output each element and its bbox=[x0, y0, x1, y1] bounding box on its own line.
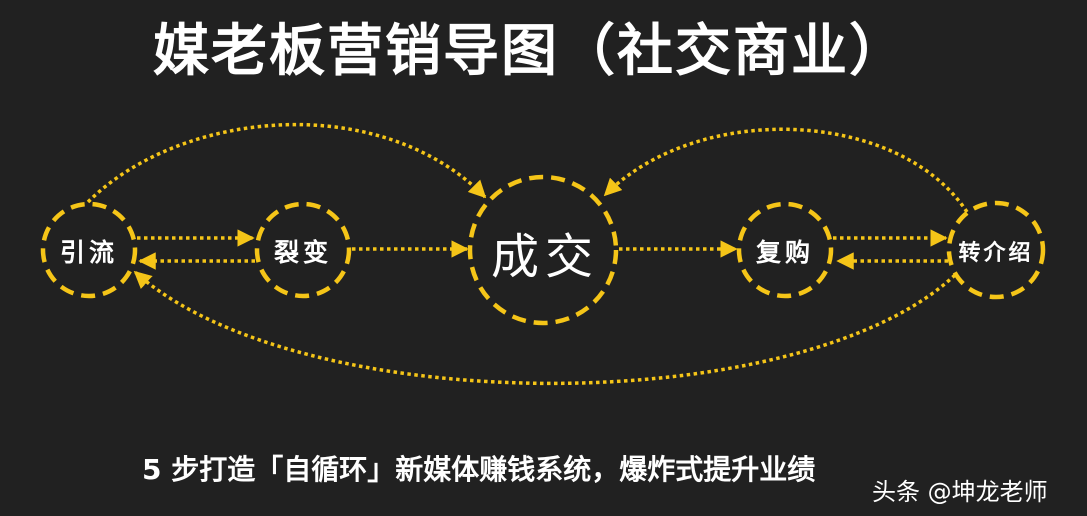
node-label-zhuanjieshao: 转介绍 bbox=[958, 241, 1034, 266]
arc-zhuanjieshao-to-chengjiao bbox=[603, 127, 969, 213]
node-label-yinliu: 引流 bbox=[59, 238, 119, 267]
diagram-subtitle: 5 步打造「自循环」新媒体赚钱系统，爆炸式提升业绩 bbox=[142, 453, 816, 486]
node-circle-yinliu bbox=[40, 201, 138, 299]
node-label-fugou: 复购 bbox=[755, 238, 815, 267]
arc-yinliu-to-chengjiao bbox=[86, 122, 487, 204]
node-label-liebian: 裂变 bbox=[273, 238, 333, 267]
diagram-title: 媒老板营销导图（社交商业） bbox=[153, 19, 907, 84]
arc-zhuanjieshao-to-yinliu bbox=[133, 270, 957, 386]
node-circle-zhuanjieshao bbox=[946, 200, 1046, 300]
node-circle-liebian bbox=[254, 201, 352, 299]
watermark: 头条 @坤龙老师 bbox=[872, 478, 1048, 506]
node-circle-chengjiao bbox=[467, 174, 619, 326]
node-circle-fugou bbox=[736, 201, 834, 299]
node-label-chengjiao: 成交 bbox=[490, 229, 600, 285]
